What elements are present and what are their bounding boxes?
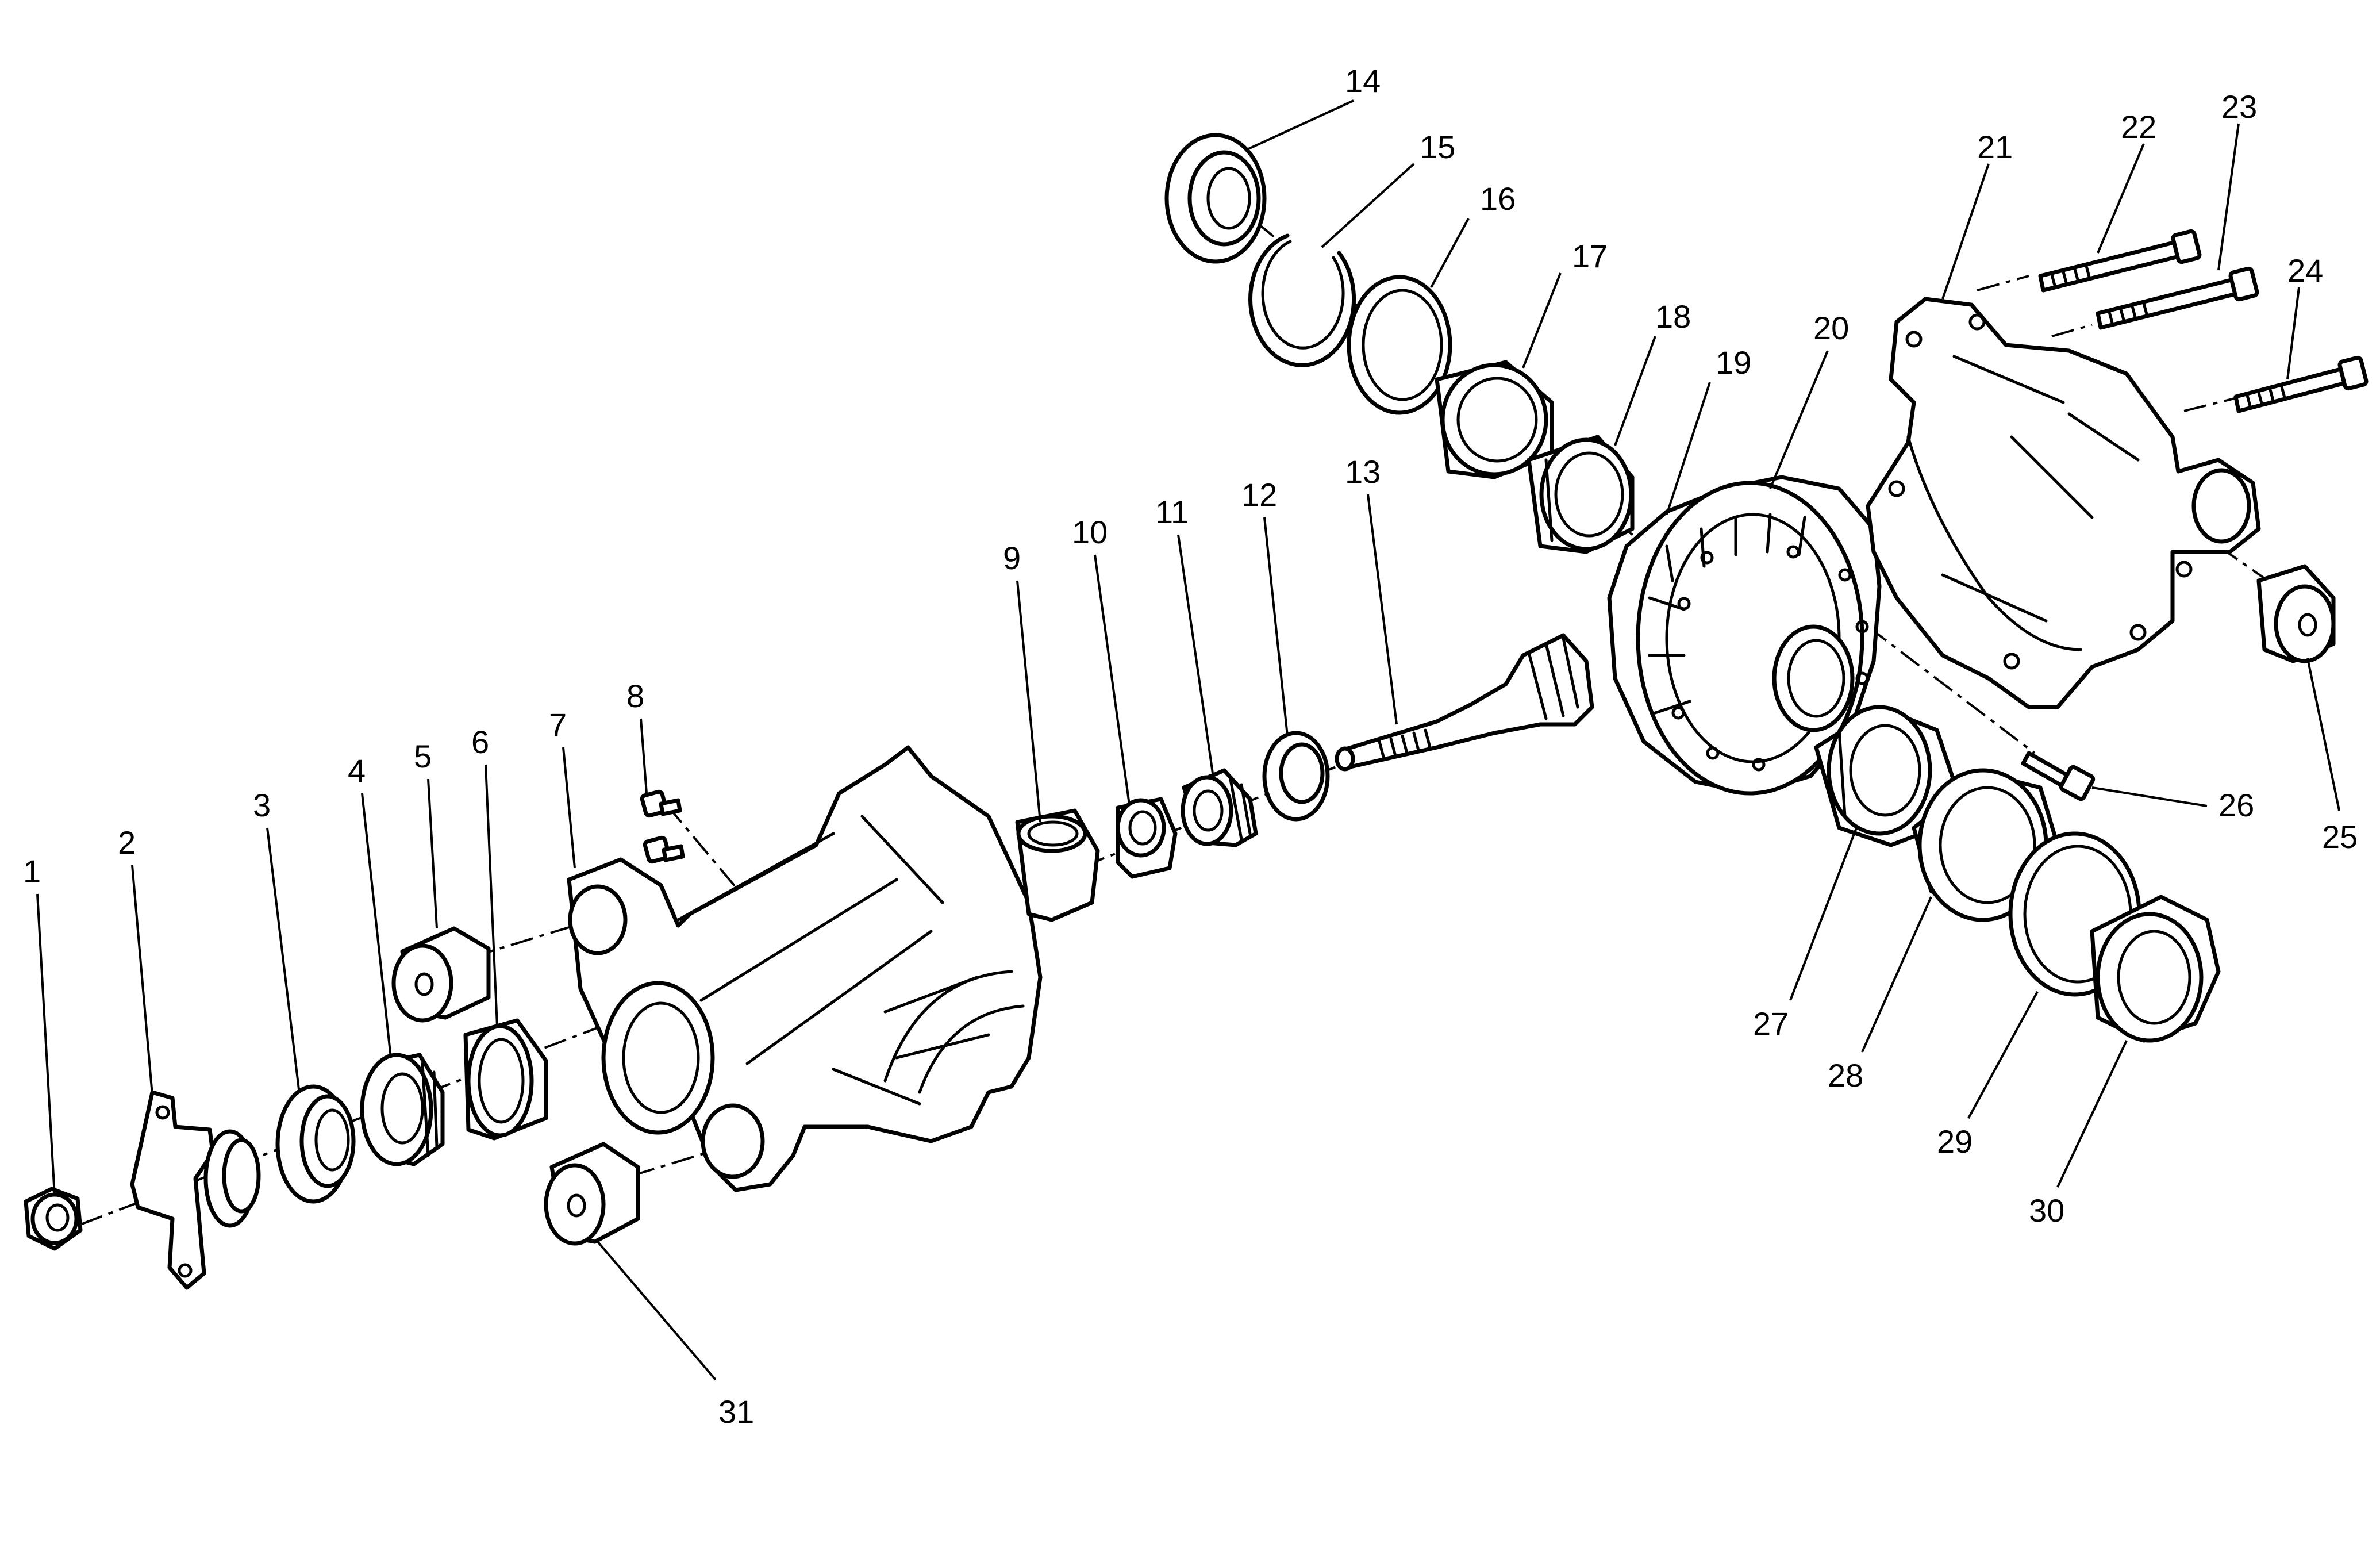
part-25-bushing xyxy=(2256,564,2336,663)
callout-26: 26 xyxy=(2218,787,2254,823)
callout-8: 8 xyxy=(626,678,644,714)
part-10-spacer xyxy=(1116,797,1178,879)
callout-27: 27 xyxy=(1753,1005,1789,1042)
callout-15: 15 xyxy=(1420,129,1455,165)
leader-lines xyxy=(36,99,2340,1381)
callout-14: 14 xyxy=(1345,63,1381,99)
part-8-bolts xyxy=(640,789,685,864)
part-31-bushing xyxy=(544,1142,640,1246)
part-1-nut xyxy=(24,1187,83,1251)
callout-6: 6 xyxy=(471,724,489,760)
part-2-flange xyxy=(130,1090,261,1290)
callout-10: 10 xyxy=(1072,514,1108,550)
callout-9: 9 xyxy=(1003,540,1021,576)
part-12-shim xyxy=(1262,731,1330,822)
callout-20: 20 xyxy=(1813,310,1849,346)
part-9-cup xyxy=(1015,808,1100,922)
part-18-bearing xyxy=(1527,435,1635,554)
callout-12: 12 xyxy=(1241,477,1277,513)
callout-19: 19 xyxy=(1716,344,1751,381)
callout-17: 17 xyxy=(1572,238,1608,274)
callout-labels: 1 2 3 4 5 6 7 8 9 10 11 12 13 14 15 16 1… xyxy=(23,63,2358,1430)
part-30-seal xyxy=(2090,895,2221,1043)
part-6-bearing-cup xyxy=(463,1018,548,1141)
part-11-bearing xyxy=(1181,768,1258,847)
part-23-bolt xyxy=(2096,266,2259,330)
part-17-bearing-cup xyxy=(1435,360,1554,479)
callout-1: 1 xyxy=(23,853,41,889)
part-22-bolt xyxy=(2038,229,2202,293)
callout-22: 22 xyxy=(2121,109,2156,145)
part-3-seal xyxy=(275,1084,356,1204)
callout-5: 5 xyxy=(414,738,432,774)
callout-23: 23 xyxy=(2221,89,2257,125)
callout-30: 30 xyxy=(2029,1192,2064,1229)
part-5-bushing xyxy=(391,926,491,1023)
part-13-pinion-shaft xyxy=(1335,633,1594,772)
callout-25: 25 xyxy=(2322,819,2358,855)
callout-2: 2 xyxy=(118,824,136,861)
callout-16: 16 xyxy=(1480,181,1516,217)
part-19-20-ring-gear-case xyxy=(1607,475,1882,796)
callout-3: 3 xyxy=(253,787,271,823)
callout-21: 21 xyxy=(1977,129,2013,165)
part-26-bolt xyxy=(2021,751,2096,801)
callout-11: 11 xyxy=(1155,494,1189,530)
callout-18: 18 xyxy=(1655,298,1691,335)
part-24-bolt xyxy=(2233,355,2369,413)
part-15-snap-ring xyxy=(1248,233,1356,367)
callout-29: 29 xyxy=(1937,1123,1973,1160)
part-27-bearing xyxy=(1814,705,1956,847)
part-14-seal xyxy=(1164,133,1267,264)
part-4-bearing xyxy=(360,1053,445,1166)
part-16-ring xyxy=(1347,275,1452,415)
part-7-housing xyxy=(567,745,1043,1192)
callout-7: 7 xyxy=(549,707,567,743)
part-21-cover xyxy=(1866,297,2261,709)
callout-24: 24 xyxy=(2287,252,2323,289)
callout-28: 28 xyxy=(1828,1057,1863,1093)
callout-31: 31 xyxy=(718,1394,754,1430)
callout-4: 4 xyxy=(348,753,366,789)
callout-13: 13 xyxy=(1345,454,1381,490)
